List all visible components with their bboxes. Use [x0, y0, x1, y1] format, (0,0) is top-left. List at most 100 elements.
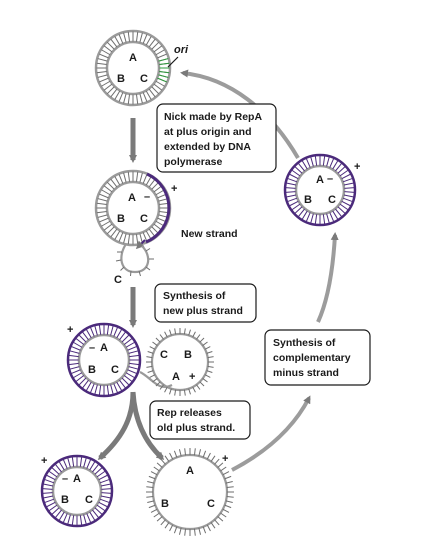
- tick-mark: [116, 329, 123, 339]
- tick-mark: [164, 386, 168, 393]
- tick-mark: [285, 187, 296, 189]
- tick-mark: [125, 372, 135, 379]
- tick-mark: [78, 334, 87, 343]
- plasmid-top-outer: [94, 29, 172, 107]
- tick-mark: [155, 80, 165, 87]
- tick-mark: [101, 492, 112, 494]
- tick-mark: [119, 379, 127, 389]
- tick-mark: [157, 77, 167, 83]
- tick-mark: [123, 375, 133, 383]
- tick-mark: [97, 214, 108, 218]
- tick-mark: [69, 350, 80, 354]
- tick-mark: [155, 381, 161, 387]
- tick-mark: [343, 194, 354, 198]
- tick-mark: [145, 248, 151, 252]
- label-c: C: [140, 73, 148, 85]
- plus-sign-right: +: [189, 371, 195, 383]
- tick-mark: [337, 206, 346, 214]
- tick-mark: [210, 522, 216, 529]
- tick-mark: [58, 461, 65, 471]
- label-b: B: [161, 498, 169, 510]
- label-b: B: [304, 194, 312, 206]
- tick-mark: [113, 383, 119, 393]
- minus-sign: –: [144, 191, 150, 203]
- tick-mark: [314, 155, 318, 166]
- tick-mark: [183, 328, 186, 335]
- tick-mark: [202, 341, 208, 346]
- tick-mark: [226, 495, 234, 498]
- process-arrows: [97, 69, 339, 472]
- tick-mark: [204, 374, 211, 378]
- tick-mark: [322, 214, 326, 225]
- tick-mark: [337, 166, 346, 174]
- tick-mark: [153, 512, 160, 518]
- tick-mark: [71, 369, 81, 375]
- tick-mark: [101, 220, 111, 227]
- tick-mark: [217, 462, 224, 468]
- tick-mark: [342, 177, 353, 183]
- tick-mark: [73, 341, 83, 348]
- tick-mark: [217, 516, 224, 522]
- tick-mark: [103, 83, 113, 91]
- tick-mark: [198, 527, 202, 535]
- plasmid-pair-left-ticks: [68, 324, 140, 396]
- tick-mark: [335, 208, 343, 218]
- tick-mark: [196, 384, 201, 390]
- ori-label: ori: [174, 44, 189, 56]
- tick-mark: [184, 448, 187, 456]
- tick-mark: [153, 45, 163, 53]
- tick-mark: [73, 372, 83, 379]
- plasmid-pair: + – A B C C B A +: [66, 322, 214, 398]
- caption-synth-plus: Synthesis of new plus strand: [154, 283, 257, 323]
- tick-mark: [69, 366, 80, 370]
- plasmid-right: + A – B C: [283, 153, 360, 227]
- tick-mark: [151, 41, 160, 50]
- tick-mark: [310, 213, 314, 224]
- tick-mark: [329, 212, 335, 222]
- tick-mark: [118, 34, 124, 44]
- tick-mark: [98, 324, 102, 335]
- tick-mark: [67, 457, 71, 468]
- tick-mark: [71, 515, 75, 526]
- tick-mark: [142, 34, 148, 44]
- tick-mark: [326, 156, 330, 167]
- tick-mark: [86, 513, 92, 523]
- minus-sign: –: [62, 473, 68, 485]
- tick-mark: [106, 385, 110, 396]
- tick-mark: [198, 449, 202, 457]
- plasmid-right-ticks: [285, 155, 355, 225]
- tick-mark: [96, 202, 107, 206]
- tick-mark: [207, 356, 214, 359]
- plasmid-bottom-left-ticks: [42, 456, 112, 526]
- tick-mark: [116, 381, 123, 391]
- tick-mark: [118, 174, 124, 184]
- arrow-back-top: [180, 69, 300, 160]
- tick-mark: [94, 325, 98, 336]
- tick-mark: [114, 176, 121, 186]
- tick-mark: [206, 370, 213, 373]
- tick-mark: [153, 83, 163, 91]
- tick-mark: [159, 70, 170, 74]
- tick-mark: [99, 53, 109, 59]
- tick-mark: [62, 459, 68, 469]
- tick-mark: [146, 365, 153, 368]
- tick-mark: [297, 208, 305, 218]
- tick-mark: [305, 158, 311, 168]
- tick-mark: [158, 58, 169, 62]
- tick-mark: [127, 171, 131, 182]
- label-c: C: [111, 364, 119, 376]
- tick-mark: [148, 178, 156, 188]
- label-b: B: [61, 494, 69, 506]
- tick-mark: [210, 455, 216, 462]
- tick-mark: [184, 528, 187, 536]
- plasmid-bottom-left-inner: [51, 465, 103, 517]
- tick-mark: [58, 511, 65, 521]
- tick-mark: [202, 450, 207, 458]
- tick-mark: [225, 480, 233, 484]
- tick-mark: [79, 456, 83, 467]
- tick-mark: [169, 452, 174, 460]
- tick-mark: [98, 474, 108, 481]
- tick-mark: [81, 379, 89, 389]
- tick-mark: [44, 478, 55, 484]
